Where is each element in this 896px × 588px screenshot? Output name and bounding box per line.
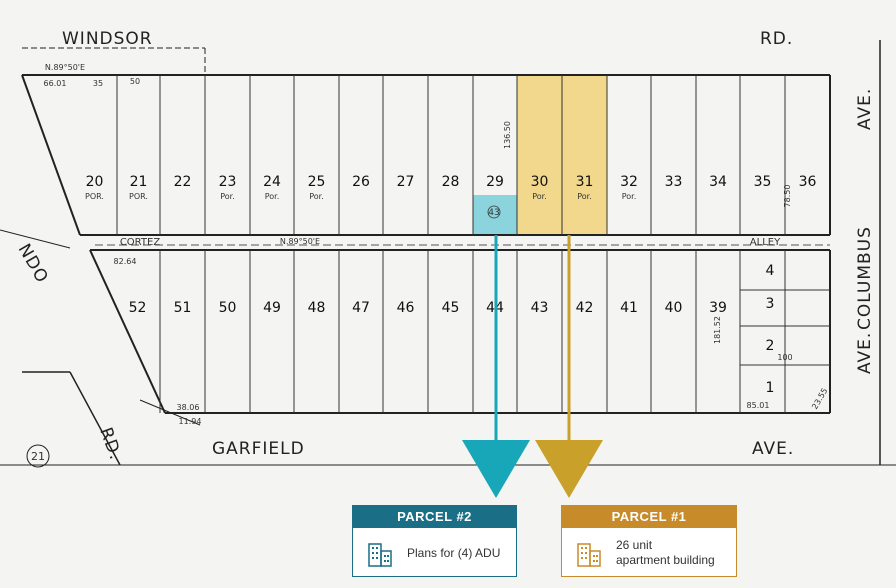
dim-100: 100 — [777, 353, 792, 362]
top-lot-number: 24 — [263, 174, 281, 190]
parcel-1-card: PARCEL #1 26 unit apartment building — [561, 505, 737, 577]
dim-18152: 181.52 — [713, 316, 722, 344]
dim-50-top: 50 — [130, 77, 140, 86]
parcel-2-highlight — [473, 195, 517, 235]
bottom-lot-number: 48 — [308, 300, 326, 316]
top-lot-number: 22 — [174, 174, 192, 190]
parcel-43-label: 43 — [488, 208, 499, 218]
bottom-lot-number: 47 — [352, 300, 370, 316]
building-icon — [368, 543, 392, 567]
top-lot-por: POR. — [129, 192, 148, 201]
bottom-lot-number: 46 — [397, 300, 415, 316]
top-lot-number: 26 — [352, 174, 370, 190]
parcel-2-description: Plans for (4) ADU — [407, 545, 501, 560]
top-lot-por: Por. — [220, 192, 235, 201]
parcel-2-card: PARCEL #2 Plans for (4) ADU — [352, 505, 517, 577]
garfield-label: GARFIELD — [212, 439, 305, 459]
bottom-lot-number: 41 — [620, 300, 638, 316]
arrow-parcel-2 — [462, 235, 530, 498]
top-lot-number: 23 — [219, 174, 237, 190]
map-index-circle — [26, 444, 50, 468]
dim-3806: 38.06 — [177, 403, 200, 412]
parcel-1-title: PARCEL #1 — [562, 506, 736, 528]
top-lot-por: Por. — [265, 192, 280, 201]
map-index-label: 21 — [31, 450, 45, 463]
parcel-1-description-line2: apartment building — [616, 553, 715, 567]
top-lot-number: 31 — [576, 174, 594, 190]
dim-8501: 85.01 — [747, 401, 770, 410]
rd-left-label: RD. — [95, 425, 125, 463]
columbus-ave-label: AVE. — [855, 88, 875, 130]
bottom-lot-number: 39 — [709, 300, 727, 316]
bottom-lot-number: 40 — [665, 300, 683, 316]
top-lot-number: 21 — [130, 174, 148, 190]
bottom-lot-number: 45 — [442, 300, 460, 316]
dim-6601: 66.01 — [44, 79, 67, 88]
ndo-label: NDO — [14, 241, 52, 288]
building-icon — [577, 543, 601, 567]
top-lot-por: Por. — [532, 192, 547, 201]
bottom-lot-number: 50 — [219, 300, 237, 316]
columbus-lot-number: 2 — [766, 338, 775, 354]
dim-1194: 11.94 — [179, 417, 202, 426]
top-lot-number: 20 — [86, 174, 104, 190]
top-lot-number: 35 — [754, 174, 772, 190]
top-lot-number: 32 — [620, 174, 638, 190]
bottom-lot-number: 49 — [263, 300, 281, 316]
columbus-ave-label-2: AVE. — [855, 332, 875, 374]
bottom-lot-number: 52 — [129, 300, 147, 316]
garfield-ave-label: AVE. — [752, 439, 794, 459]
dim-7850: 78.50 — [783, 185, 792, 208]
dim-35: 35 — [93, 79, 103, 88]
bottom-lot-number: 51 — [174, 300, 192, 316]
top-lot-number: 34 — [709, 174, 727, 190]
arrow-parcel-1 — [535, 235, 603, 498]
dim-2355: 23.55 — [810, 387, 829, 411]
parcel-43-circle — [487, 205, 501, 219]
dim-13650: 136.50 — [503, 121, 512, 149]
dim-8264: 82.64 — [114, 257, 137, 266]
parcel-2-title: PARCEL #2 — [353, 506, 516, 528]
dim-n89-alley: N.89°50'E — [280, 237, 320, 246]
columbus-lot-number: 4 — [766, 263, 775, 279]
top-lot-number: 36 — [799, 174, 817, 190]
cortez-label: CORTEZ — [120, 237, 161, 248]
columbus-label: COLUMBUS — [855, 226, 875, 330]
top-lot-number: 29 — [486, 174, 504, 190]
top-lot-por: Por. — [309, 192, 324, 201]
bottom-lot-number: 42 — [576, 300, 594, 316]
windsor-rd-label: RD. — [760, 29, 793, 49]
bottom-lot-number: 43 — [531, 300, 549, 316]
top-lot-number: 28 — [442, 174, 460, 190]
columbus-lot-number: 1 — [766, 380, 775, 396]
columbus-lot-number: 3 — [766, 296, 775, 312]
top-lot-por: Por. — [622, 192, 637, 201]
top-lot-number: 25 — [308, 174, 326, 190]
top-lot-number: 27 — [397, 174, 415, 190]
windsor-label: WINDSOR — [62, 29, 153, 49]
top-lot-number: 33 — [665, 174, 683, 190]
dim-n89-top: N.89°50'E — [45, 63, 85, 72]
top-lot-por: Por. — [577, 192, 592, 201]
top-lot-por: POR. — [85, 192, 104, 201]
top-lot-number: 30 — [531, 174, 549, 190]
alley-label: ALLEY — [750, 237, 781, 248]
parcel-1-description-line1: 26 unit — [616, 538, 653, 552]
